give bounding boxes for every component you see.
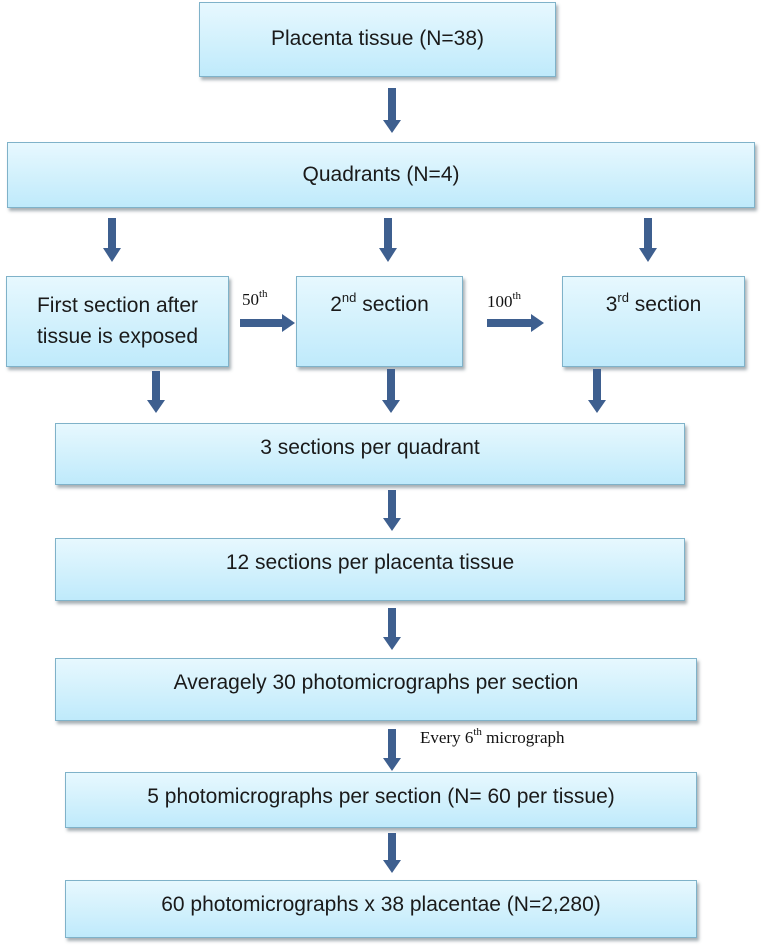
placenta-tissue-label: Placenta tissue (N=38) — [270, 27, 485, 51]
arrow-first-to-second — [240, 314, 295, 332]
five-photomicrographs-label: 5 photomicrographs per section (N= 60 pe… — [147, 785, 615, 808]
first-section-label: First section after tissue is exposed — [36, 294, 199, 348]
third-section-node: 3rd section — [562, 276, 745, 367]
arrow-quadrants-to-first — [103, 218, 121, 262]
sections-per-quadrant-node: 3 sections per quadrant — [55, 423, 685, 485]
quadrants-node: Quadrants (N=4) — [7, 142, 755, 208]
sections-per-quadrant-label: 3 sections per quadrant — [260, 436, 480, 459]
arrow-quadrant-to-tissue — [383, 490, 401, 531]
every-sixth-edge-label: Every 6th micrograph — [420, 726, 565, 747]
arrow-second-to-merge — [382, 369, 400, 413]
arrow-second-to-third — [487, 314, 544, 332]
arrow-five-to-total — [383, 833, 401, 873]
quadrants-label: Quadrants (N=4) — [302, 162, 460, 186]
hundredth-edge-label: 100th — [487, 290, 522, 311]
arrow-quadrants-to-second — [379, 218, 397, 262]
avg-photomicrographs-label: Averagely 30 photomicrographs per sectio… — [173, 671, 579, 694]
arrow-third-to-merge — [588, 369, 606, 413]
sections-per-tissue-label: 12 sections per placenta tissue — [225, 551, 515, 574]
arrow-tissue-to-quadrants — [383, 88, 401, 133]
five-photomicrographs-node: 5 photomicrographs per section (N= 60 pe… — [65, 772, 697, 828]
arrow-first-to-merge — [147, 371, 165, 413]
avg-photomicrographs-node: Averagely 30 photomicrographs per sectio… — [55, 658, 697, 721]
second-section-node: 2nd section — [296, 276, 463, 367]
total-photomicrographs-label: 60 photomicrographs x 38 placentae (N=2,… — [161, 893, 601, 916]
total-photomicrographs-node: 60 photomicrographs x 38 placentae (N=2,… — [65, 880, 697, 938]
first-section-node: First section after tissue is exposed — [6, 276, 229, 367]
third-section-label: 3rd section — [605, 290, 702, 316]
arrow-average-to-five — [383, 729, 401, 771]
sections-per-tissue-node: 12 sections per placenta tissue — [55, 538, 685, 601]
placenta-tissue-node: Placenta tissue (N=38) — [199, 2, 556, 77]
second-section-label: 2nd section — [330, 290, 429, 316]
arrow-quadrants-to-third — [639, 218, 657, 262]
arrow-tissue-to-average — [383, 608, 401, 650]
fiftieth-edge-label: 50th — [242, 288, 268, 309]
